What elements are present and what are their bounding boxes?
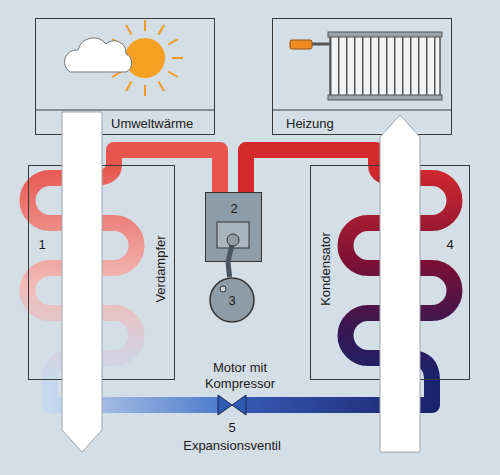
panel-divider [272,110,452,111]
node-label: Umweltwärme [111,116,193,132]
piston [217,222,249,248]
sun-ray [144,85,146,96]
refrigerant-pipe [246,150,376,192]
node-label: Kondensator [318,232,334,306]
refrigerant-pipe [114,150,220,192]
crank-pin [220,286,226,292]
callout-number: 3 [228,293,235,309]
sun-ray [159,25,165,35]
heating-panel: Heizung [272,18,452,135]
piston-pin [227,234,239,246]
component-label: Motor mit Kompressor [196,360,284,392]
node-label: Expansionsventil [183,438,281,454]
cloud-icon [64,38,131,72]
callout-number: 1 [38,237,45,253]
motor-wheel: 3 [209,277,255,323]
radiator-icon [330,36,440,96]
expansion-valve: 5Expansionsventil [218,395,246,415]
callout-number: 4 [446,237,453,253]
sun-ray [168,39,178,45]
radiator-pipe [311,43,330,46]
valve-outline [218,395,246,415]
sun-ray [168,72,178,78]
sun-ray [159,81,165,91]
radiator-rail [328,95,442,100]
sun-ray [126,25,132,35]
sun-ray [126,81,132,91]
callout-number: 5 [228,420,235,436]
node-label: Heizung [286,116,334,132]
radiator-valve [290,40,312,49]
sun-ray [144,20,146,31]
callout-number: 2 [230,201,237,217]
heat-arrow [380,115,420,452]
crank-rod [228,262,230,277]
radiator-rail [328,32,442,37]
panel-divider [35,110,215,111]
motor-wheel-disc [210,278,254,322]
heat-arrow [62,112,102,452]
node-label: Verdampfer [153,235,169,302]
sun-ray [172,57,183,59]
valve-half [232,395,246,415]
valve-half [218,395,232,415]
